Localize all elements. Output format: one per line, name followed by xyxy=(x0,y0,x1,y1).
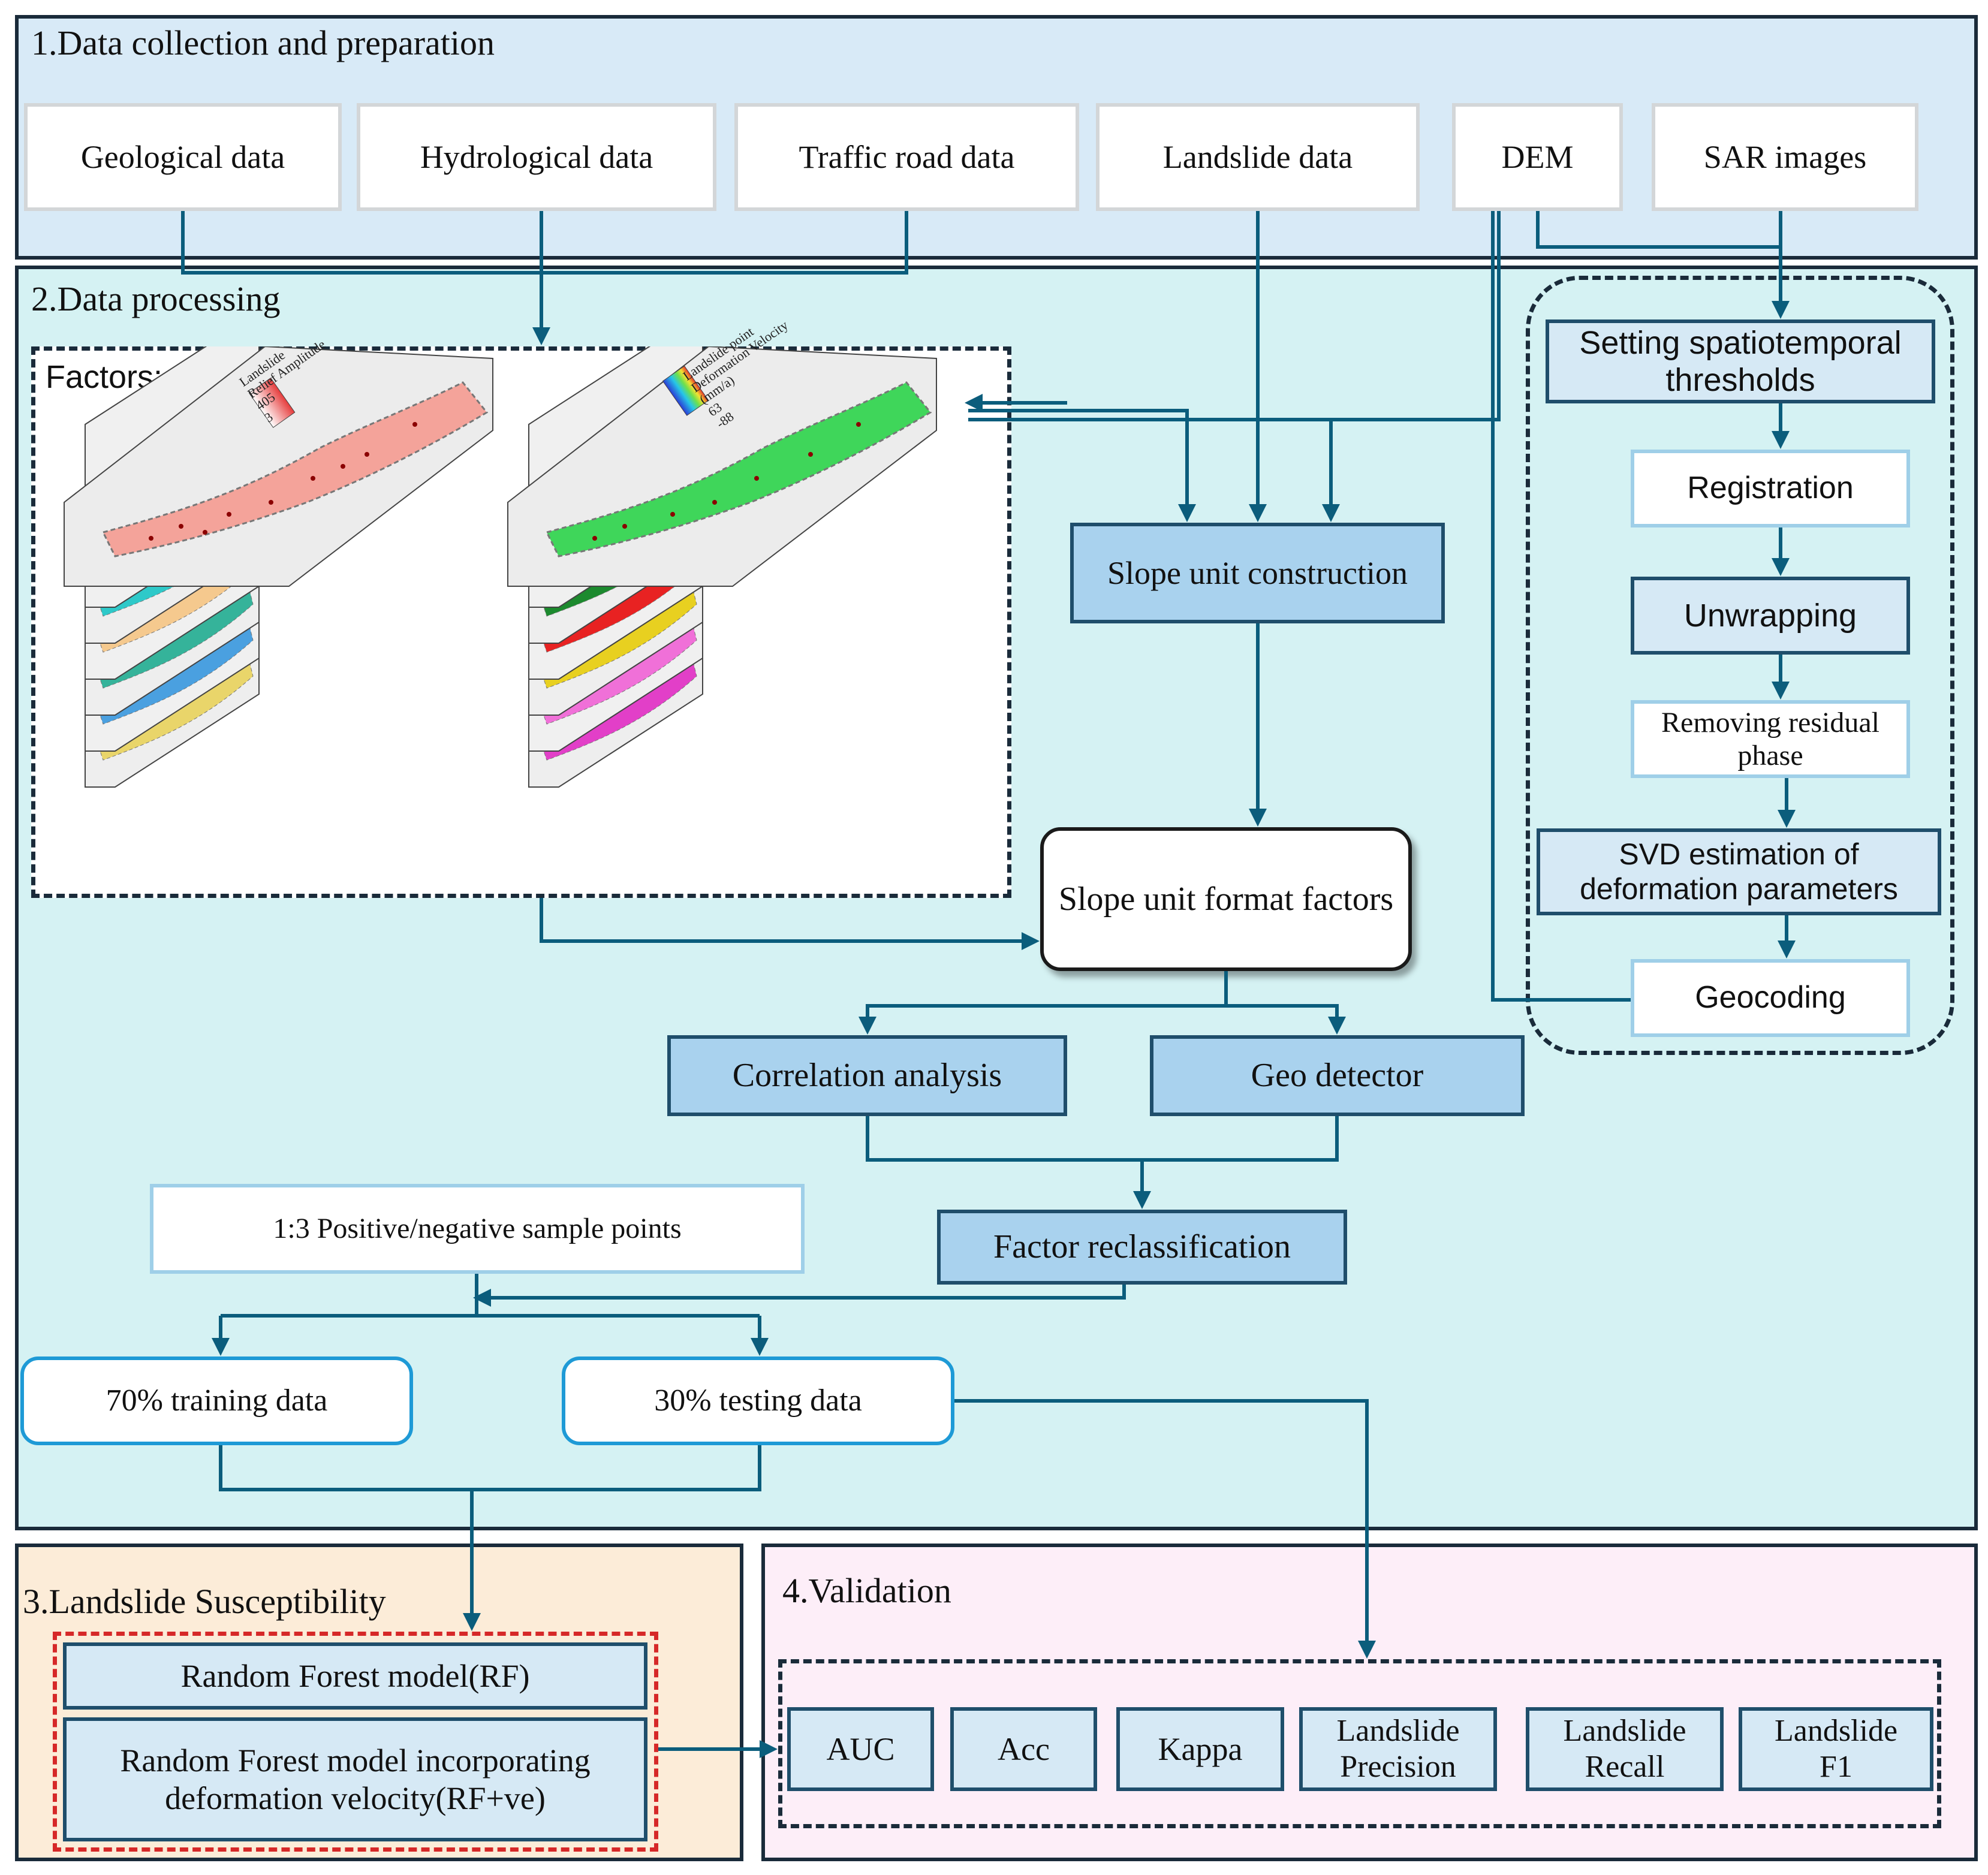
geo-detector: Geo detector xyxy=(1150,1035,1525,1116)
input-dem: DEM xyxy=(1452,103,1623,211)
step-geocoding: Geocoding xyxy=(1631,959,1910,1037)
input-hydrological-data: Hydrological data xyxy=(357,103,716,211)
step-removing-residual-phase: Removing residual phase xyxy=(1631,700,1910,778)
section-title-3: 3.Landslide Susceptibility xyxy=(23,1582,386,1621)
testing-data: 30% testing data xyxy=(562,1356,954,1445)
metric-acc: Acc xyxy=(950,1707,1097,1791)
input-sar-images: SAR images xyxy=(1652,103,1918,211)
model-rf-ve: Random Forest model incorporating deform… xyxy=(63,1717,647,1841)
metric-landslide-recall: Landslide Recall xyxy=(1526,1707,1724,1791)
input-landslide-data: Landslide data xyxy=(1096,103,1420,211)
section-title-2: 2.Data processing xyxy=(31,279,281,318)
factor-stack-right xyxy=(507,346,937,788)
metric-landslide-f1: Landslide F1 xyxy=(1739,1707,1933,1791)
factor-stack-left xyxy=(64,346,493,788)
metric-landslide-precision: Landslide Precision xyxy=(1299,1707,1497,1791)
slope-unit-construction: Slope unit construction xyxy=(1070,523,1445,623)
metric-kappa: Kappa xyxy=(1116,1707,1284,1791)
slope-unit-format-factors: Slope unit format factors xyxy=(1040,827,1412,971)
step-setting-thresholds: Setting spatiotemporal thresholds xyxy=(1546,319,1935,403)
factor-map-stacks xyxy=(64,346,937,788)
training-data: 70% training data xyxy=(20,1356,413,1445)
step-svd-estimation: SVD estimation of deformation parameters xyxy=(1537,828,1941,915)
metrics-frame xyxy=(778,1659,1941,1828)
step-unwrapping: Unwrapping xyxy=(1631,577,1910,655)
model-frame xyxy=(53,1632,658,1852)
input-geological-data: Geological data xyxy=(24,103,342,211)
input-traffic-road-data: Traffic road data xyxy=(734,103,1079,211)
section-title-4: 4.Validation xyxy=(782,1571,951,1610)
sample-points: 1:3 Positive/negative sample points xyxy=(150,1184,805,1274)
factor-reclassification: Factor reclassification xyxy=(937,1210,1347,1285)
metric-auc: AUC xyxy=(787,1707,934,1791)
section-title-1: 1.Data collection and preparation xyxy=(31,23,495,62)
model-rf: Random Forest model(RF) xyxy=(63,1642,647,1710)
correlation-analysis: Correlation analysis xyxy=(667,1035,1067,1116)
step-registration: Registration xyxy=(1631,450,1910,527)
